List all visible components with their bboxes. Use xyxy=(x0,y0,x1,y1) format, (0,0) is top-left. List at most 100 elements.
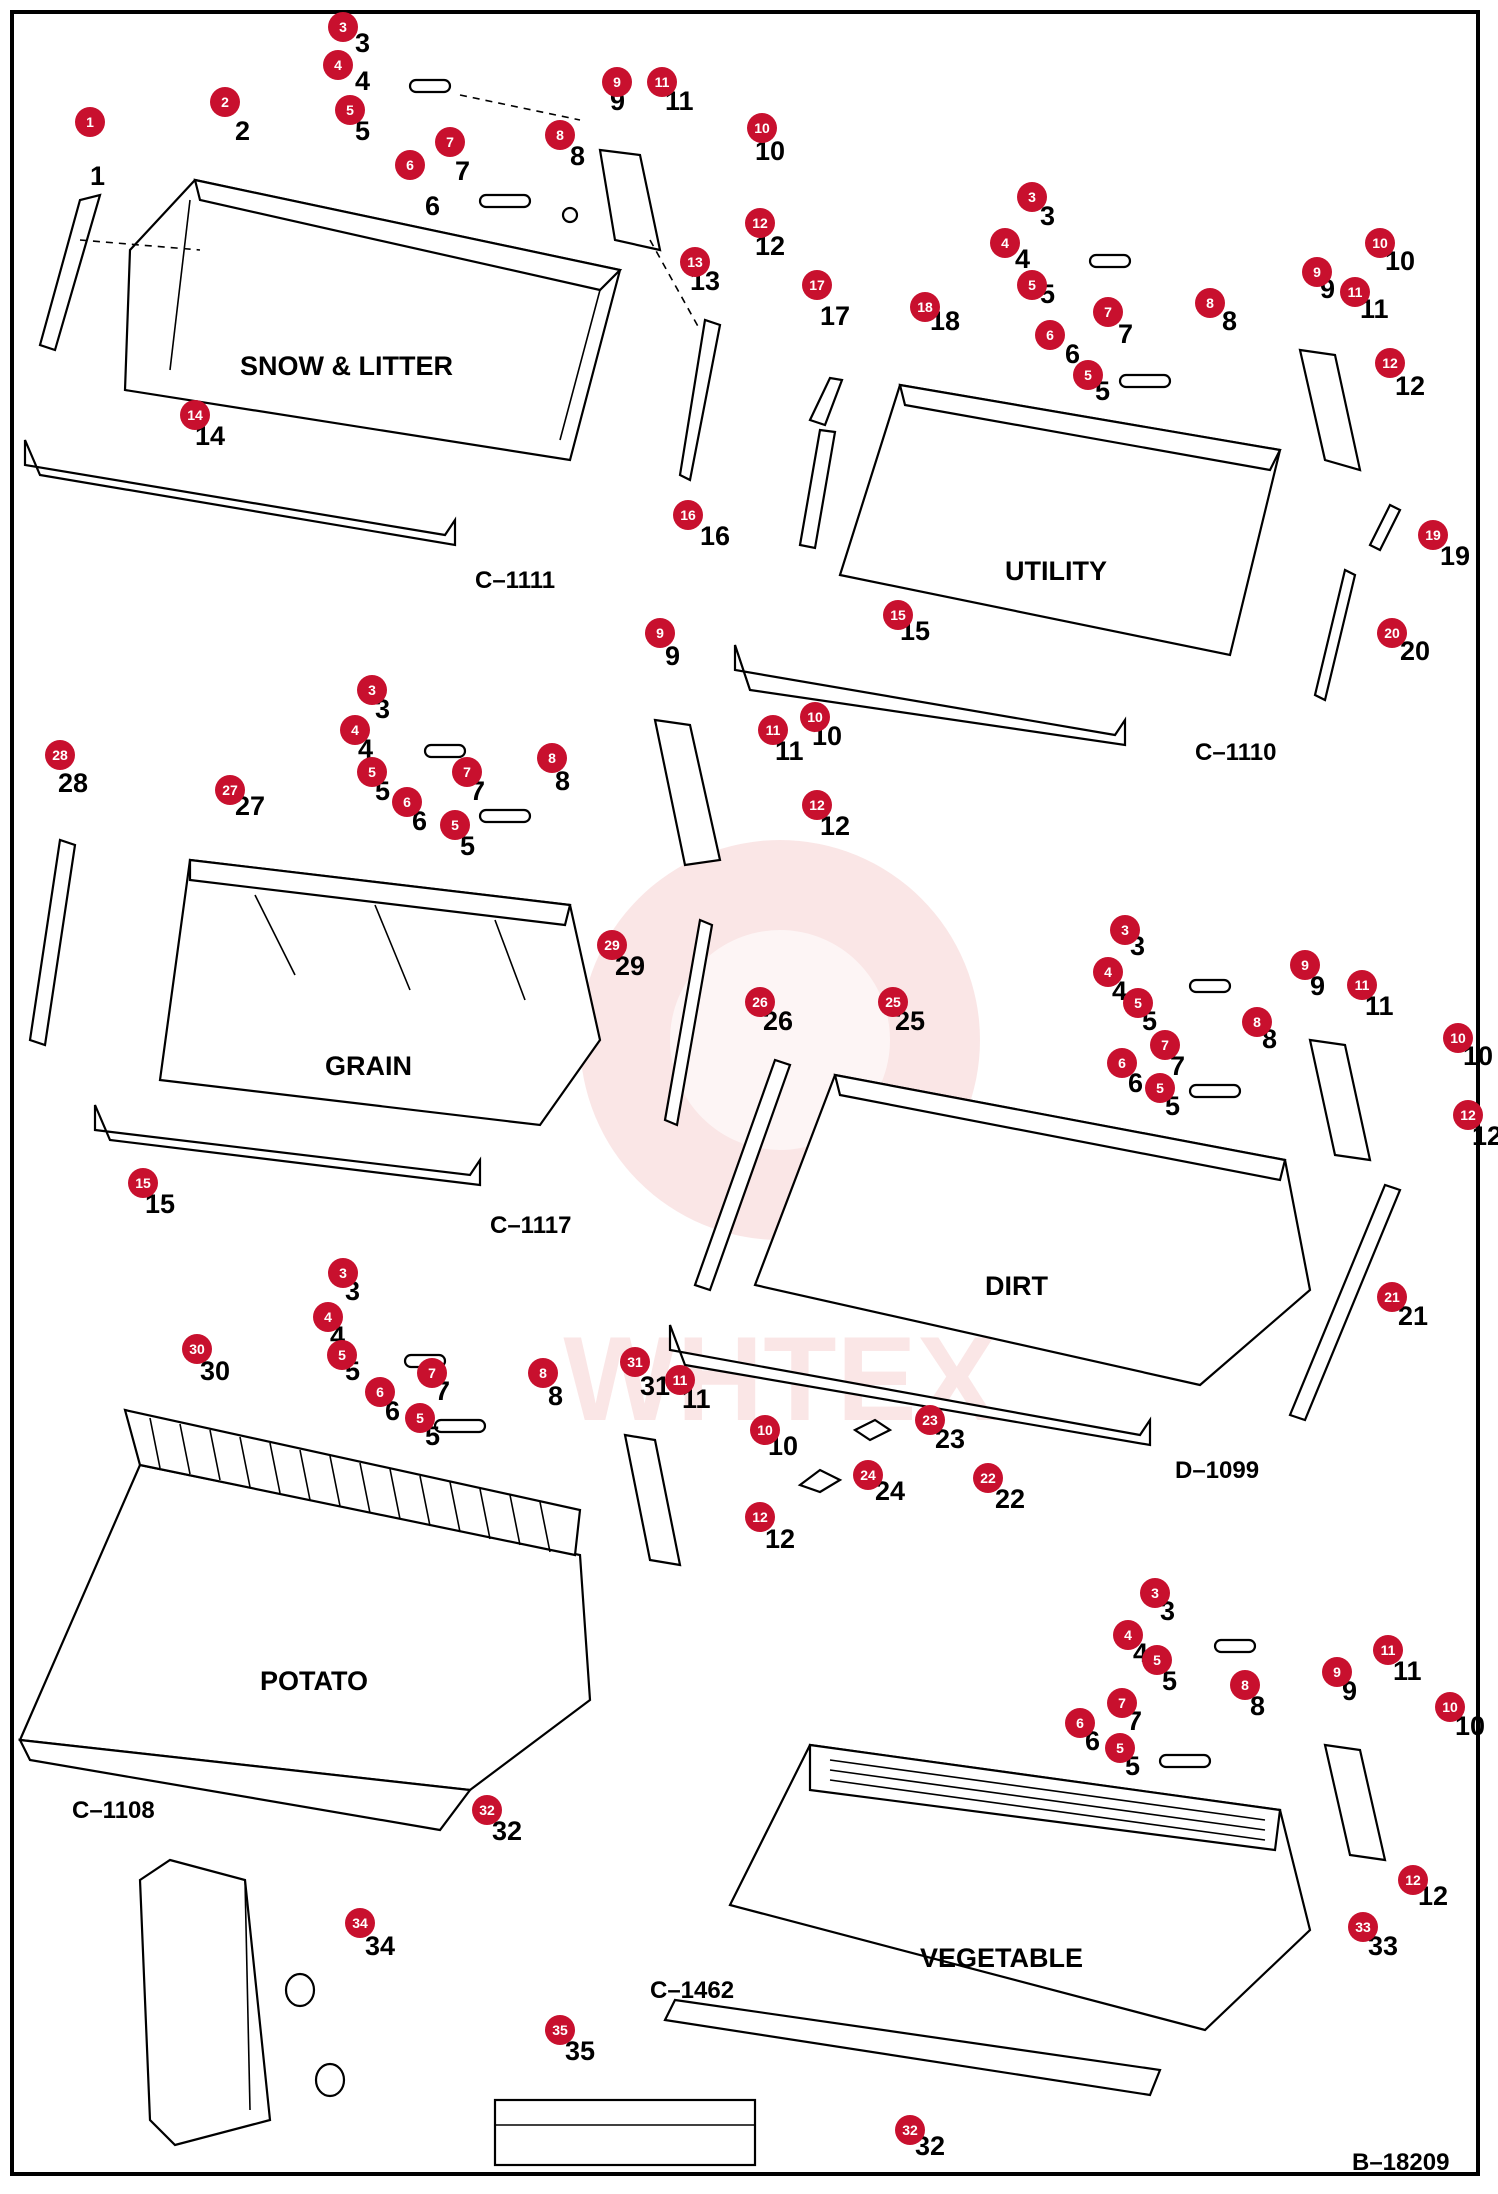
bucket-snow-litter xyxy=(23,78,722,547)
part-number-label: 5 xyxy=(355,116,370,146)
callout-number: 3 xyxy=(1028,189,1036,205)
callout-number: 5 xyxy=(1153,1652,1161,1668)
diagram-border xyxy=(10,10,1480,2176)
callout-bubble xyxy=(357,675,387,705)
callout-number: 11 xyxy=(1348,284,1363,300)
callout-bubble xyxy=(1453,1100,1483,1130)
drawing-code: B–18209 xyxy=(1352,2149,1449,2176)
callout-bubble xyxy=(1150,1030,1180,1060)
part-22-cutting-edge xyxy=(668,1324,1152,1447)
callout-bubble xyxy=(1093,297,1123,327)
callout-bubble xyxy=(990,228,1020,258)
callout-bubble xyxy=(435,127,465,157)
callout-bubble xyxy=(1107,1048,1137,1078)
bucket-title-utility: UTILITY xyxy=(1005,556,1107,586)
callout-number: 23 xyxy=(922,1412,938,1428)
callout-number: 12 xyxy=(1405,1872,1421,1888)
part-number-label: 6 xyxy=(425,191,440,221)
callout-bubble xyxy=(357,757,387,787)
callout-bubble xyxy=(128,1168,158,1198)
part-number-label: 6 xyxy=(1065,339,1080,369)
part-number-label: 8 xyxy=(1222,306,1237,336)
callout-number: 21 xyxy=(1384,1289,1400,1305)
callout-number: 24 xyxy=(860,1467,876,1483)
part-number-label: 17 xyxy=(820,301,850,331)
bucket-vegetable xyxy=(663,1638,1387,2097)
callout-bubble xyxy=(665,1365,695,1395)
callout-bubble xyxy=(647,67,677,97)
callout-bubble xyxy=(878,987,908,1017)
part-number-label: 20 xyxy=(1400,636,1430,666)
callout-number: 6 xyxy=(403,794,411,810)
bucket-title-vegetable: VEGETABLE xyxy=(920,1943,1083,1973)
callout-bubble xyxy=(1373,1635,1403,1665)
part-number-label: 34 xyxy=(365,1931,395,1961)
callout-number: 27 xyxy=(222,782,238,798)
callout-number: 9 xyxy=(656,625,664,641)
callout-bubble xyxy=(750,1415,780,1445)
callout-number: 4 xyxy=(1124,1627,1132,1643)
callout-number: 6 xyxy=(1046,327,1054,343)
part-9-bracket xyxy=(598,148,662,252)
callout-bubble xyxy=(545,120,575,150)
callout-number: 26 xyxy=(752,994,768,1010)
part-number-label: 19 xyxy=(1440,541,1470,571)
part-number-label: 6 xyxy=(1128,1068,1143,1098)
callout-bubble xyxy=(180,400,210,430)
callout-number: 10 xyxy=(1450,1030,1466,1046)
callout-number: 9 xyxy=(1301,957,1309,973)
callout-bubble xyxy=(1142,1645,1172,1675)
callout-bubble xyxy=(747,113,777,143)
callout-number: 13 xyxy=(687,254,703,270)
callout-bubble xyxy=(1093,957,1123,987)
callout-bubble xyxy=(1242,1007,1272,1037)
callout-number: 2 xyxy=(221,94,229,110)
bucket-code-vegetable: C–1462 xyxy=(650,1977,734,2004)
callout-bubble xyxy=(328,1258,358,1288)
callout-bubble xyxy=(602,67,632,97)
callout-number: 35 xyxy=(552,2022,568,2038)
callout-number: 5 xyxy=(1084,367,1092,383)
callout-number: 11 xyxy=(1381,1642,1396,1658)
callout-number: 7 xyxy=(1161,1037,1169,1053)
callout-number: 15 xyxy=(135,1175,151,1191)
callout-number: 3 xyxy=(368,682,376,698)
callout-bubble xyxy=(915,1405,945,1435)
bucket-code-dirt: D–1099 xyxy=(1175,1457,1259,1484)
part-16-side-edge xyxy=(798,428,837,550)
bucket-dirt xyxy=(668,978,1402,1494)
part-number-label: 4 xyxy=(355,66,370,96)
callout-number: 8 xyxy=(548,750,556,766)
callout-number: 7 xyxy=(428,1365,436,1381)
callout-number: 20 xyxy=(1384,625,1400,641)
bucket-title-grain: GRAIN xyxy=(325,1051,412,1081)
callout-bubble xyxy=(1110,915,1140,945)
callout-number: 11 xyxy=(1355,977,1370,993)
callout-bubble xyxy=(895,2115,925,2145)
part-number-label: 1 xyxy=(90,161,105,191)
callout-bubble xyxy=(405,1403,435,1433)
callout-bubble xyxy=(597,930,627,960)
callout-number: 14 xyxy=(187,407,203,423)
part-15-cutting-edge xyxy=(93,1104,482,1187)
callout-bubble xyxy=(1435,1692,1465,1722)
callout-bubble xyxy=(215,775,245,805)
callout-bubble xyxy=(758,715,788,745)
part-20-side-edge xyxy=(1313,568,1357,702)
callout-number: 16 xyxy=(680,507,696,523)
callout-bubble xyxy=(1443,1023,1473,1053)
bucket-grain xyxy=(28,718,722,1187)
callout-number: 10 xyxy=(1442,1699,1458,1715)
part-14-cutting-edge xyxy=(23,439,457,547)
callout-bubble xyxy=(182,1334,212,1364)
callout-number: 12 xyxy=(1382,355,1398,371)
part-number-label: 28 xyxy=(58,768,88,798)
part-1-side-edge xyxy=(38,193,102,352)
callout-number: 10 xyxy=(757,1422,773,1438)
callout-number: 10 xyxy=(1372,235,1388,251)
part-number-label: 5 xyxy=(1162,1666,1177,1696)
callout-number: 32 xyxy=(479,1802,495,1818)
callout-bubble xyxy=(802,270,832,300)
callout-bubble xyxy=(1123,988,1153,1018)
